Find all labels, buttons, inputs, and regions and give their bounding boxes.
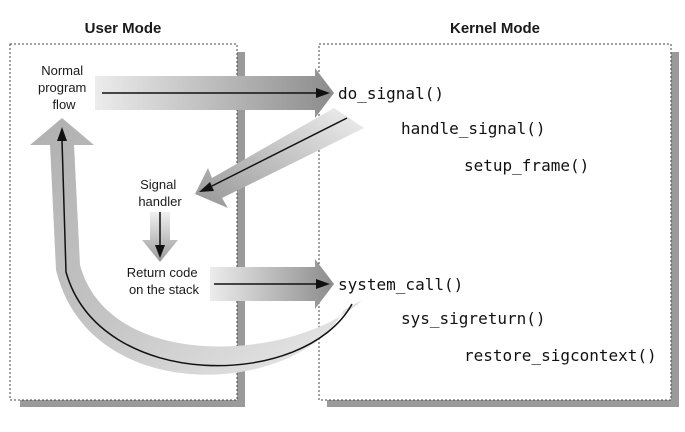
to-kernel-arrowhead-1 xyxy=(316,88,330,98)
return-to-user-arrowhead xyxy=(57,127,67,141)
to-handler-band xyxy=(195,108,364,208)
handle-signal-label: handle_signal() xyxy=(401,119,546,138)
user-mode-title: User Mode xyxy=(85,20,162,37)
do-signal-label: do_signal() xyxy=(338,84,444,103)
return-to-user-line xyxy=(61,139,353,367)
to-handler-line xyxy=(211,117,348,187)
to-return-code-arrowhead xyxy=(155,245,165,258)
kernel-mode-box xyxy=(318,43,679,407)
normal-program-flow-label: Normal program flow xyxy=(38,63,90,112)
signal-handler-label: Signal handler xyxy=(138,177,182,209)
to-kernel-arrowhead-2 xyxy=(316,279,330,289)
sys-sigreturn-label: sys_sigreturn() xyxy=(401,309,546,328)
to-handler-arrowhead xyxy=(199,182,214,192)
restore-sigcontext-label: restore_sigcontext() xyxy=(464,346,657,365)
setup-frame-label: setup_frame() xyxy=(464,156,589,175)
return-code-label: Return code on the stack xyxy=(127,265,201,297)
return-to-user-band xyxy=(30,118,362,375)
system-call-label: system_call() xyxy=(338,275,463,294)
kernel-mode-title: Kernel Mode xyxy=(450,20,540,37)
